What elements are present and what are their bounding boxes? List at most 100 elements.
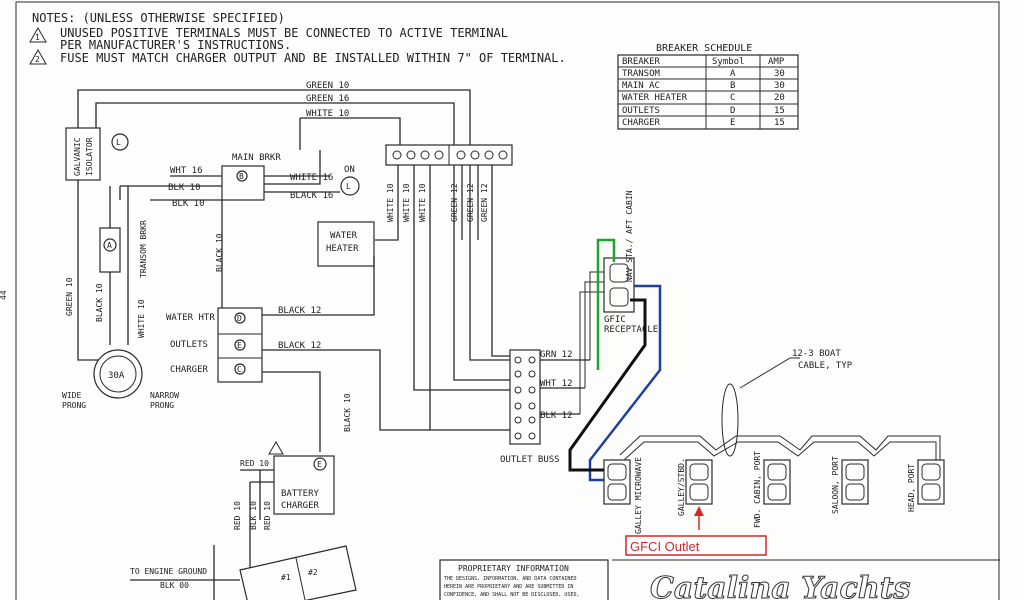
- neutral-wire-blue: [588, 284, 662, 482]
- on-label: ON: [344, 165, 355, 175]
- gfci-outlet-label: GFCI Outlet: [630, 539, 700, 554]
- daisy-cable-2: [623, 441, 937, 462]
- label-green12-v3: GREEN 12: [480, 183, 489, 222]
- engine-ground-label: TO ENGINE GROUND: [130, 567, 207, 576]
- battery-bank: #1 #2: [239, 545, 357, 600]
- label-blk10-vert: BLK 10: [249, 501, 258, 530]
- schedule-cell: MAIN AC: [622, 81, 660, 91]
- breaker-schedule-table: BREAKER SCHEDULE BREAKER Symbol AMP TRAN…: [617, 43, 799, 130]
- label-black10-mid: BLACK 10: [343, 393, 352, 432]
- outlet-buss: [509, 349, 541, 445]
- note-1-marker: [268, 441, 284, 455]
- boat-cable-label-1: 12-3 BOAT: [792, 349, 841, 359]
- label-green12-v1: GREEN 12: [450, 183, 459, 222]
- gfic-receptacle-nav-station: [603, 257, 635, 313]
- nav-sta-label: NAV STA./ AFT CABIN: [625, 190, 634, 282]
- schedule-cell: E: [730, 118, 735, 128]
- label-black10-vert: BLACK 10: [215, 233, 224, 272]
- symbol-d: D: [237, 314, 242, 323]
- galvanic-isolator: GALVANIC ISOLATOR: [65, 127, 101, 181]
- symbol-a: A: [107, 241, 112, 250]
- receptacle-galley-microwave: [603, 459, 631, 505]
- label-black16: BLACK 16: [290, 191, 333, 201]
- symbol-c: C: [237, 365, 242, 374]
- hot-wire-black: [568, 298, 647, 472]
- label-blk12: BLK 12: [540, 411, 573, 421]
- battery-charger: BATTERY CHARGER E: [273, 455, 335, 515]
- boat-cable-leader: [739, 357, 800, 389]
- schedule-header-symbol: Symbol: [712, 57, 745, 67]
- schedule-cell: OUTLETS: [622, 106, 660, 116]
- schedule-cell: 20: [774, 93, 785, 103]
- battery-charger-label-2: CHARGER: [281, 501, 320, 511]
- proprietary-line-2: HEREIN ARE PROPRIETARY AND ARE SUBMITTED…: [444, 584, 573, 590]
- water-htr-label: WATER HTR: [166, 313, 215, 323]
- label-red10-vert-2: RED 10: [263, 501, 272, 530]
- note-2-number: 2: [35, 55, 40, 64]
- gfic-label-1: GFIC: [604, 315, 626, 325]
- schedule-cell: 15: [774, 118, 785, 128]
- label-saloon-port: SALOON, PORT: [831, 456, 840, 514]
- label-white16: WHITE 16: [290, 173, 333, 183]
- transom-breaker: A TRANSOM BRKR: [99, 220, 148, 278]
- label-white-10-top: WHITE 10: [306, 109, 349, 119]
- schedule-cell: WATER HEATER: [622, 93, 688, 103]
- breaker-schedule-title: BREAKER SCHEDULE: [656, 43, 752, 54]
- boat-cable-label-2: CABLE, TYP: [798, 361, 853, 371]
- schedule-cell: A: [730, 69, 736, 79]
- schedule-cell: B: [730, 81, 735, 91]
- schedule-cell: C: [730, 93, 735, 103]
- label-galley-microwave: GALLEY MICROWAVE: [634, 457, 643, 534]
- main-breaker: MAIN BRKR B WHT 16 BLK 10 BLK 10 WHITE 1…: [119, 153, 340, 209]
- label-green12-v2: GREEN 12: [466, 183, 475, 222]
- label-red10-vert: RED 10: [233, 501, 242, 530]
- water-heater-label-1: WATER: [330, 231, 358, 241]
- battery-1-label: #1: [281, 573, 291, 582]
- wide-prong-label-2: PRONG: [62, 401, 86, 410]
- receptacle-head-port: [917, 459, 945, 505]
- water-heater-label-2: HEATER: [326, 244, 359, 254]
- charger-label: CHARGER: [170, 365, 209, 375]
- schedule-header-breaker: BREAKER: [622, 57, 661, 67]
- schedule-cell: 30: [774, 81, 785, 91]
- schedule-header-amp: AMP: [768, 57, 785, 67]
- wide-prong-label-1: WIDE: [62, 391, 81, 400]
- outlets-label: OUTLETS: [170, 340, 208, 350]
- narrow-prong-label-1: NARROW: [150, 391, 179, 400]
- battery-charger-label-1: BATTERY: [281, 489, 320, 499]
- label-white10-v3: WHITE 10: [418, 183, 427, 222]
- label-green-10-top: GREEN 10: [306, 81, 349, 91]
- label-red10: RED 10: [240, 459, 269, 468]
- label-black12-b: BLACK 12: [278, 341, 321, 351]
- symbol-b: B: [239, 172, 244, 181]
- lamp-l-label: L: [346, 182, 351, 191]
- schedule-cell: 15: [774, 106, 785, 116]
- label-blk10-a: BLK 10: [168, 183, 201, 193]
- transom-brkr-label: TRANSOM BRKR: [139, 220, 148, 278]
- receptacle-fwd-cabin: [763, 459, 791, 505]
- shore-power-inlet: 30A: [93, 349, 143, 399]
- ground-symbol-circle: [111, 133, 129, 151]
- narrow-prong-label-2: PRONG: [150, 401, 174, 410]
- proprietary-line-1: THE DESIGNS, INFORMATION, AND DATA CONTA…: [444, 576, 576, 582]
- note-1-line-2: PER MANUFACTURER'S INSTRUCTIONS.: [60, 38, 291, 52]
- sheet-border: [15, 1, 1000, 600]
- schedule-cell: D: [730, 106, 735, 116]
- label-white10-left: WHITE 10: [137, 299, 146, 338]
- schedule-cell: TRANSOM: [622, 69, 661, 79]
- water-heater-box: WATER HEATER: [317, 221, 375, 267]
- symbol-e: E: [237, 341, 242, 350]
- label-grn12: GRN 12: [540, 350, 573, 360]
- label-green-16-top: GREEN 16: [306, 94, 349, 104]
- schedule-cell: 30: [774, 69, 785, 79]
- label-black10-left: BLACK 10: [95, 283, 104, 322]
- schedule-cell: CHARGER: [622, 118, 661, 128]
- label-black12-a: BLACK 12: [278, 306, 321, 316]
- label-wht16: WHT 16: [170, 166, 203, 176]
- ground-wire-green: [596, 238, 616, 370]
- label-galley-stbd: GALLEY/STBD.: [677, 458, 686, 516]
- notes-heading: NOTES: (UNLESS OTHERWISE SPECIFIED): [32, 11, 285, 25]
- main-brkr-label: MAIN BRKR: [232, 153, 281, 163]
- label-head-port: HEAD, PORT: [907, 464, 916, 512]
